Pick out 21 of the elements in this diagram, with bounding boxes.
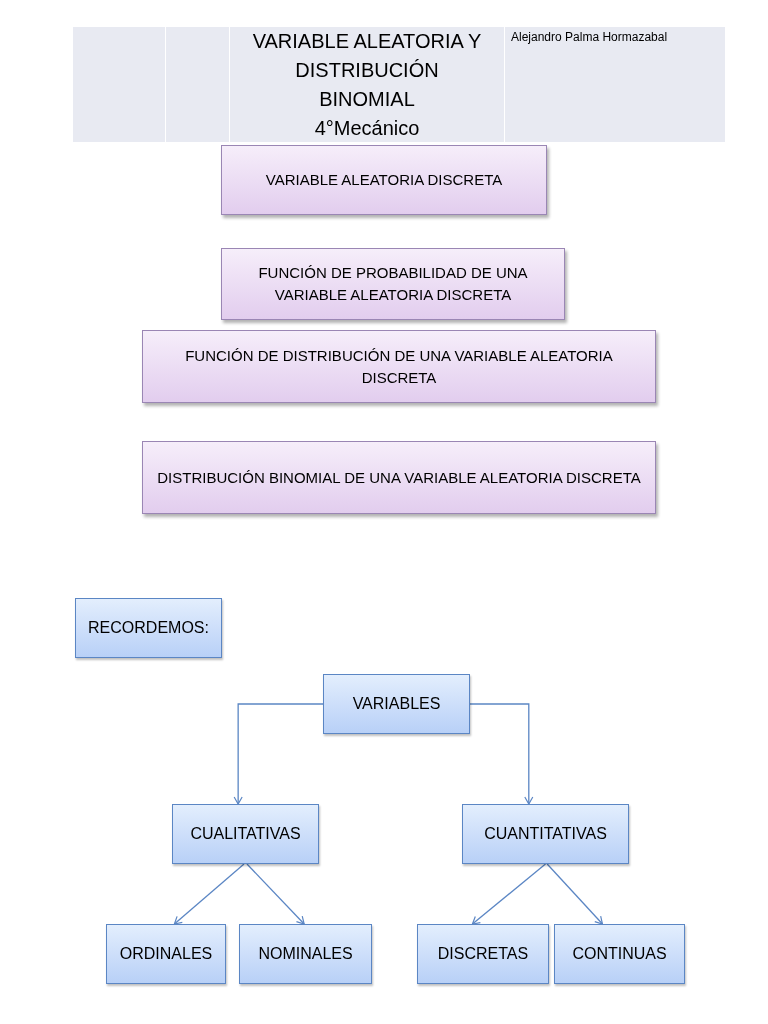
process-box: VARIABLE ALEATORIA DISCRETA bbox=[221, 145, 547, 215]
process-box: DISCRETAS bbox=[417, 924, 549, 984]
process-box: NOMINALES bbox=[239, 924, 372, 984]
arrow bbox=[233, 703, 324, 805]
arrow bbox=[469, 703, 534, 805]
author-name: Alejandro Palma Hormazabal bbox=[511, 29, 669, 46]
process-box: FUNCIÓN DE PROBABILIDAD DE UNA VARIABLE ALEATORIA DISCRETA bbox=[221, 248, 565, 320]
process-box: CONTINUAS bbox=[554, 924, 685, 984]
arrow bbox=[471, 863, 547, 925]
process-box: RECORDEMOS: bbox=[75, 598, 222, 658]
process-box: ORDINALES bbox=[106, 924, 226, 984]
arrow bbox=[546, 863, 604, 925]
process-box: VARIABLES bbox=[323, 674, 470, 734]
process-box: CUANTITATIVAS bbox=[462, 804, 629, 864]
arrow bbox=[246, 863, 305, 925]
process-box: DISTRIBUCIÓN BINOMIAL DE UNA VARIABLE ALEATORIA DISCRETA bbox=[142, 441, 656, 514]
course-label: 4°Mecánico bbox=[314, 115, 420, 141]
document-title: VARIABLE ALEATORIA Y DISTRIBUCIÓN BINOMIAL bbox=[251, 28, 483, 112]
arrow bbox=[173, 863, 245, 925]
process-box: CUALITATIVAS bbox=[172, 804, 319, 864]
process-box: FUNCIÓN DE DISTRIBUCIÓN DE UNA VARIABLE ALEATORIA DISCRETA bbox=[142, 330, 656, 403]
